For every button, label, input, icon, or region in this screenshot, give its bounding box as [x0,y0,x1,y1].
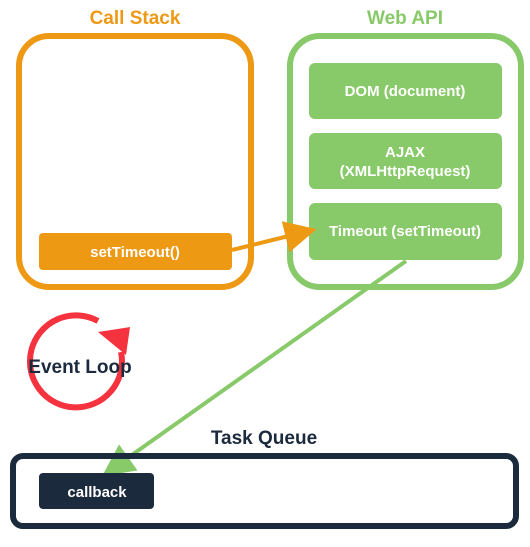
web-api-item-box [309,63,502,119]
arrow-web-api-to-task-queue [102,259,408,476]
call-stack-item-box [39,233,232,270]
web-api-item-timeout-label: Timeout (setTimeout) [329,223,481,240]
event-loop-label: Event Loop [28,357,131,378]
web-api-item-box [309,133,502,189]
arrow-call-stack-to-web-api [231,221,317,253]
task-queue-item-box [39,473,154,509]
task-queue-item-callback[interactable]: callback [39,473,154,509]
web-api-item-ajax-label-line1: AJAX [385,144,425,161]
task-queue-title: Task Queue [211,428,317,449]
task-queue-item-label: callback [67,484,127,501]
task-queue-container [10,453,519,529]
call-stack-title: Call Stack [90,8,181,29]
event-loop-arrowhead-icon [98,327,130,355]
call-stack-container [16,33,254,290]
web-api-item-timeout[interactable]: Timeout (setTimeout) [309,203,502,260]
event-loop-circle-icon [26,312,125,411]
call-stack-item-settimeout[interactable]: setTimeout() [39,233,232,270]
web-api-section: Web API DOM (document) AJAX (XMLHttpRequ… [287,8,524,290]
web-api-item-dom-label: DOM (document) [345,83,466,100]
call-stack-section: Call Stack setTimeout() [16,8,254,290]
web-api-item-dom[interactable]: DOM (document) [309,63,502,119]
call-stack-item-label: setTimeout() [90,244,180,261]
web-api-title: Web API [367,8,443,29]
web-api-item-box [309,203,502,260]
task-queue-section: Task Queue callback [10,428,519,529]
event-loop: Event Loop [26,312,132,411]
web-api-item-ajax[interactable]: AJAX (XMLHttpRequest) [309,133,502,189]
web-api-item-ajax-label-line2: (XMLHttpRequest) [340,163,471,180]
web-api-container [287,33,524,290]
